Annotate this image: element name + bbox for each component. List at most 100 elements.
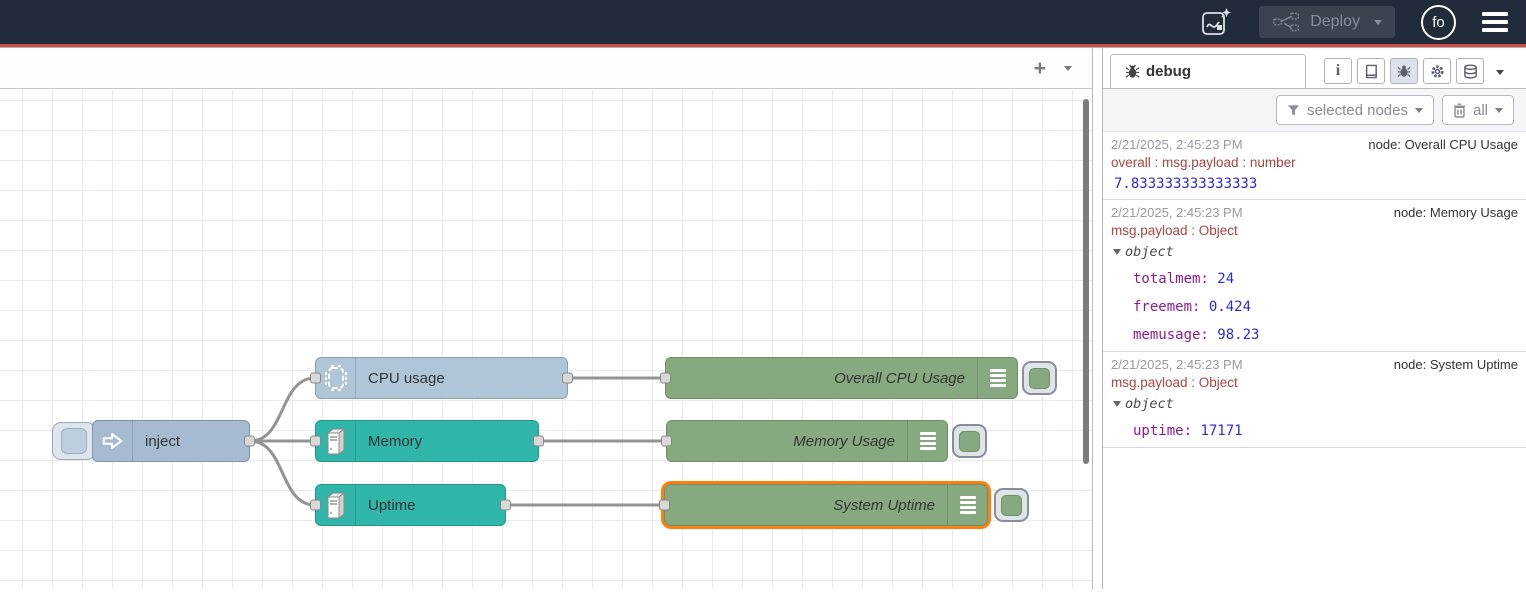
field-key: totalmem: <box>1133 271 1209 287</box>
field-value: 17171 <box>1200 423 1243 439</box>
server-tower-icon <box>316 421 356 461</box>
message-source-node: node: System Uptime <box>1393 357 1518 372</box>
tab-help-button[interactable] <box>1357 58 1385 84</box>
expand-caret-icon <box>1113 249 1121 255</box>
field-key: uptime: <box>1133 423 1193 439</box>
tab-context-button[interactable] <box>1456 58 1484 84</box>
deploy-icon <box>1272 12 1300 32</box>
field-value: 98.23 <box>1217 327 1260 343</box>
database-icon <box>1463 64 1478 79</box>
deploy-caret-icon[interactable] <box>1374 19 1382 25</box>
clear-caret-icon <box>1495 107 1503 113</box>
filter-icon <box>1287 104 1300 117</box>
wire-inject-uptime[interactable] <box>248 439 317 507</box>
port-output[interactable] <box>244 435 255 447</box>
port-input[interactable] <box>310 499 321 511</box>
node-label: Memory Usage <box>793 432 895 450</box>
filter-caret-icon <box>1414 107 1423 113</box>
node-label: Overall CPU Usage <box>834 369 965 387</box>
sidebar-collapse-caret-icon[interactable] <box>1496 70 1504 75</box>
debug-message[interactable]: 2/21/2025, 2:45:23 PM node: Overall CPU … <box>1103 132 1526 200</box>
port-input[interactable] <box>310 435 321 447</box>
canvas-vertical-scrollbar[interactable] <box>1083 99 1089 464</box>
message-timestamp: 2/21/2025, 2:45:23 PM <box>1111 205 1243 220</box>
node-inject[interactable]: inject <box>92 420 255 462</box>
debug-filter-button[interactable]: selected nodes <box>1276 95 1434 125</box>
microchip-icon <box>316 358 356 398</box>
main-menu-icon[interactable] <box>1482 12 1508 32</box>
port-input[interactable] <box>659 499 670 511</box>
debug-enable-toggle[interactable] <box>994 488 1029 522</box>
port-input[interactable] <box>661 435 672 447</box>
user-avatar[interactable]: fo <box>1421 4 1456 40</box>
debug-clear-label: all <box>1472 101 1488 119</box>
debug-toggle-inner <box>1029 367 1050 389</box>
port-output[interactable] <box>562 372 573 384</box>
tab-info-button[interactable]: i <box>1324 58 1352 84</box>
tab-debug-label: debug <box>1146 63 1191 80</box>
node-uptime[interactable]: Uptime <box>310 484 511 526</box>
debug-message[interactable]: 2/21/2025, 2:45:23 PM node: System Uptim… <box>1103 352 1526 448</box>
bug-icon <box>1397 64 1411 78</box>
bug-icon <box>1125 64 1140 79</box>
flow-list-caret-icon[interactable] <box>1064 65 1072 71</box>
inject-arrow-icon <box>93 421 133 461</box>
deploy-button[interactable]: Deploy <box>1259 6 1395 38</box>
debug-toolbar: selected nodes all <box>1103 89 1526 132</box>
object-expander[interactable]: object <box>1111 396 1518 412</box>
server-tower-icon <box>316 485 356 525</box>
debug-console-icon <box>947 485 987 525</box>
port-output[interactable] <box>533 435 544 447</box>
deploy-label: Deploy <box>1310 13 1360 30</box>
message-property: msg.payload : Object <box>1111 375 1238 390</box>
wires-layer <box>248 376 667 507</box>
node-memory[interactable]: Memory <box>310 420 544 462</box>
debug-clear-button[interactable]: all <box>1441 95 1514 125</box>
port-input[interactable] <box>660 372 671 384</box>
debug-toggle-inner <box>1001 494 1022 516</box>
message-timestamp: 2/21/2025, 2:45:23 PM <box>1111 137 1243 152</box>
wire-inject-cpu[interactable] <box>248 376 317 443</box>
debug-enable-toggle[interactable] <box>952 424 987 458</box>
trash-icon <box>1453 102 1466 118</box>
node-cpu-usage[interactable]: CPU usage <box>310 357 573 399</box>
node-debug-memory-usage[interactable]: Memory Usage <box>661 420 948 462</box>
add-flow-button[interactable]: + <box>1033 56 1046 80</box>
debug-sidebar: debug i <box>1102 48 1526 589</box>
flow-assistant-icon[interactable] <box>1199 5 1233 39</box>
workspace-pane: + <box>0 48 1093 589</box>
tab-debug[interactable]: debug <box>1110 54 1306 88</box>
debug-toggle-inner <box>959 430 980 452</box>
message-source-node: node: Overall CPU Usage <box>1368 137 1518 152</box>
header-bar: Deploy fo <box>0 0 1526 47</box>
debug-message[interactable]: 2/21/2025, 2:45:23 PM node: Memory Usage… <box>1103 200 1526 352</box>
node-debug-overall-cpu[interactable]: Overall CPU Usage <box>660 357 1018 399</box>
tab-debug-button[interactable] <box>1390 58 1418 84</box>
debug-message-list: 2/21/2025, 2:45:23 PM node: Overall CPU … <box>1103 132 1526 589</box>
object-field: uptime: 17171 <box>1111 422 1518 440</box>
inject-trigger-button[interactable] <box>52 422 96 460</box>
object-expander[interactable]: object <box>1111 244 1518 260</box>
debug-enable-toggle[interactable] <box>1022 361 1057 395</box>
sidebar-splitter[interactable] <box>1093 48 1102 589</box>
node-debug-system-uptime[interactable]: System Uptime <box>659 484 988 526</box>
field-value: 24 <box>1217 271 1235 287</box>
message-property: msg.payload : Object <box>1111 223 1238 238</box>
object-field: memusage: 98.23 <box>1111 326 1518 344</box>
object-label: object <box>1125 396 1174 412</box>
field-key: memusage: <box>1133 327 1209 343</box>
debug-console-icon <box>977 358 1017 398</box>
message-source-node: node: Memory Usage <box>1393 205 1518 220</box>
flow-canvas[interactable]: inject <box>0 90 1092 589</box>
book-icon <box>1364 64 1379 79</box>
node-label: inject <box>145 432 181 450</box>
port-input[interactable] <box>310 372 321 384</box>
debug-console-icon <box>907 421 947 461</box>
port-output[interactable] <box>500 499 511 511</box>
object-field: freemem: 0.424 <box>1111 298 1518 316</box>
expand-caret-icon <box>1113 401 1121 407</box>
object-label: object <box>1125 244 1174 260</box>
debug-filter-label: selected nodes <box>1307 101 1408 119</box>
tab-config-button[interactable] <box>1423 58 1451 84</box>
message-property: overall : msg.payload : number <box>1111 155 1296 170</box>
